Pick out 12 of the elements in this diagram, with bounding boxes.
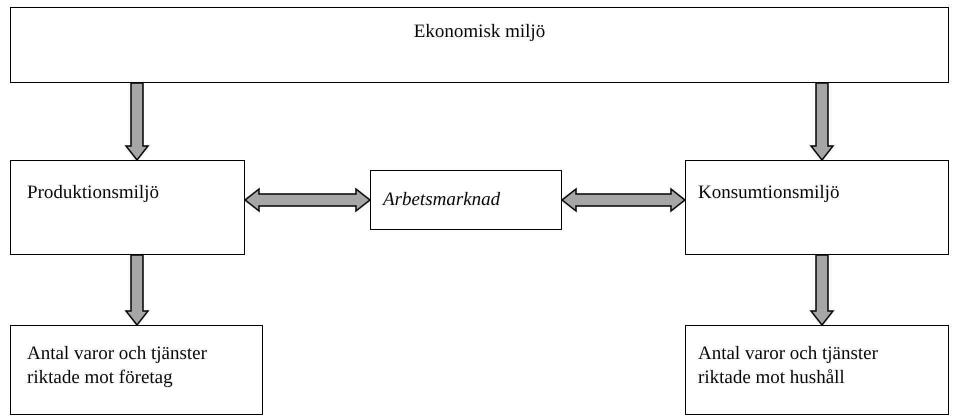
block-arrow [560, 187, 686, 213]
block-arrow [124, 82, 150, 162]
process-box: Produktionsmiljö [10, 160, 245, 255]
block-arrow [809, 82, 835, 162]
environment-box: Ekonomisk miljö [10, 7, 949, 83]
block-arrow [809, 254, 835, 326]
block-arrow [124, 254, 150, 326]
result-box: Antal varor och tjänster riktade mot hushåll [685, 325, 949, 415]
result-box: Antal varor och tjänster riktade mot företag [10, 325, 263, 415]
process-box: Konsumtionsmiljö [685, 160, 949, 255]
block-arrow [244, 187, 372, 213]
process-box: Arbetsmarknad [370, 170, 562, 230]
